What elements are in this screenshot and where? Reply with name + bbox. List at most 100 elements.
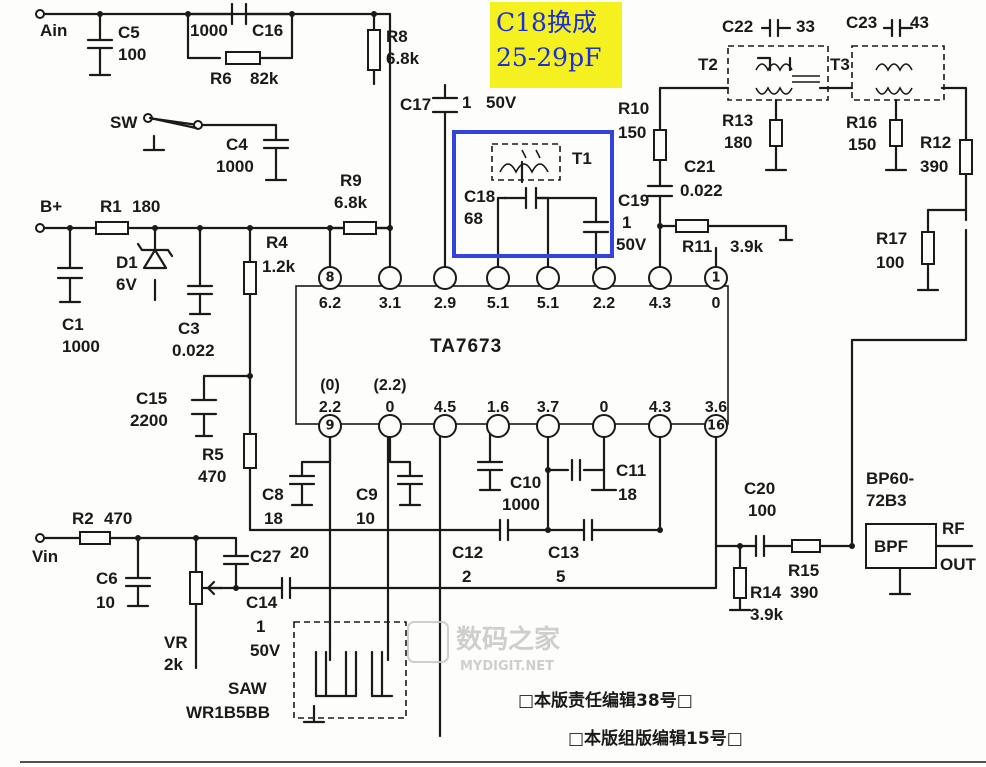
label-c1-value: 1000 <box>62 337 100 356</box>
capacitor-c23 <box>882 18 914 38</box>
label-r11: R11 <box>682 237 712 256</box>
resistor-r10 <box>653 129 667 161</box>
label-t3: T3 <box>830 55 850 74</box>
component-labels: Ain C5 100 1000 C16 R6 82k R8 6.8k SW C4… <box>32 13 977 722</box>
label-c9-value: 10 <box>356 509 375 528</box>
capacitors <box>56 2 914 608</box>
top-pin-2 <box>378 266 402 290</box>
label-c14-value: 1 <box>256 617 265 636</box>
label-c18-value: 68 <box>464 209 483 228</box>
transformer-t1 <box>491 143 561 181</box>
label-c8-value: 18 <box>264 509 283 528</box>
annotation-line-1: C18换成 <box>496 8 597 37</box>
bottom-pin-voltage-1: 2.2 <box>319 399 341 416</box>
top-pin-voltage-2: 3.1 <box>379 295 401 312</box>
label-sw: SW <box>110 113 138 132</box>
bottom-pin-1 <box>318 414 342 438</box>
label-d1-value: 6V <box>116 275 137 294</box>
top-pin-voltage-7: 4.3 <box>649 295 671 312</box>
label-c23-value: 43 <box>910 13 929 32</box>
label-c11-value: 18 <box>618 485 637 504</box>
bottom-pin-alt-voltage-2: (2.2) <box>374 377 407 394</box>
bottom-pin-voltage-6: 0 <box>600 399 609 416</box>
label-c1: C1 <box>62 315 84 334</box>
capacitor-c12 <box>498 518 510 542</box>
label-r12: R12 <box>920 133 951 152</box>
label-r17: R17 <box>876 229 907 248</box>
label-r11-value: 3.9k <box>730 237 764 256</box>
bplus-terminal <box>35 223 45 233</box>
bpf-label: BPF <box>874 537 908 556</box>
top-pin-4 <box>486 266 510 290</box>
top-pin-voltage-3: 2.9 <box>434 295 456 312</box>
label-c21-value: 0.022 <box>680 181 723 200</box>
footer-editor-line-2: □本版组版编辑15号□ <box>568 728 743 749</box>
bottom-pin-number-8: 16 <box>707 419 725 434</box>
label-c6-value: 10 <box>96 593 115 612</box>
resistor-r12 <box>959 139 973 175</box>
resistors <box>79 29 973 605</box>
wiring <box>20 12 986 763</box>
watermark-text-cn: 数码之家 <box>456 624 560 655</box>
label-r8-value: 6.8k <box>386 49 420 68</box>
label-d1: D1 <box>116 253 138 272</box>
capacitor-c16 <box>230 2 248 26</box>
annotation-note: C18换成 25-29pF <box>490 2 622 88</box>
label-c21: C21 <box>684 157 715 176</box>
bottom-pin-voltage-5: 3.7 <box>537 399 559 416</box>
top-pin-voltage-4: 5.1 <box>487 295 509 312</box>
top-pin-voltage-8: 0 <box>712 295 721 312</box>
capacitor-c6 <box>124 576 152 608</box>
capacitor-c3 <box>186 284 214 316</box>
capacitor-c17 <box>431 96 459 114</box>
label-r4: R4 <box>266 233 288 252</box>
label-c12: C12 <box>452 543 483 562</box>
label-c23: C23 <box>846 13 877 32</box>
resistor-r14 <box>733 567 747 599</box>
bottom-pin-2 <box>378 414 402 438</box>
label-rf: RF <box>942 519 965 538</box>
label-r16: R16 <box>846 113 877 132</box>
capacitor-c4 <box>262 138 290 182</box>
resistor-r11 <box>675 219 709 233</box>
label-r13: R13 <box>722 111 753 130</box>
saw-filter <box>293 621 407 719</box>
capacitor-c20 <box>754 534 774 558</box>
label-r9: R9 <box>340 171 362 190</box>
capacitor-c22 <box>760 18 792 38</box>
junctions <box>67 11 855 591</box>
ain-terminal <box>35 9 45 19</box>
resistor-r8 <box>367 29 381 71</box>
label-c22-value: 33 <box>796 17 815 36</box>
label-c5-value: 100 <box>118 45 146 64</box>
top-pin-1 <box>318 266 342 290</box>
resistor-r15 <box>791 539 821 553</box>
label-c8: C8 <box>262 485 284 504</box>
capacitor-c13 <box>582 518 602 542</box>
label-r2-value: 470 <box>104 509 132 528</box>
label-c16-value: 1000 <box>190 21 228 40</box>
label-c16: C16 <box>252 21 283 40</box>
ic-body <box>295 285 729 425</box>
label-c12-value: 2 <box>462 567 471 586</box>
capacitor-c5 <box>86 38 114 77</box>
bottom-pin-4 <box>486 414 510 438</box>
label-t2: T2 <box>698 55 718 74</box>
label-c19: C19 <box>618 191 649 210</box>
capacitor-c27 <box>222 554 250 574</box>
label-vin: Vin <box>32 547 58 566</box>
top-pin-voltage-1: 6.2 <box>319 295 341 312</box>
bottom-pin-8 <box>704 414 728 438</box>
capacitor-c8 <box>288 474 316 507</box>
label-c20: C20 <box>744 479 775 498</box>
c18-highlight-box <box>452 130 614 258</box>
watermark: 数码之家 MYDIGIT.NET <box>407 621 560 674</box>
label-t1: T1 <box>572 149 592 168</box>
label-c3: C3 <box>178 319 200 338</box>
label-r14: R14 <box>750 583 782 602</box>
label-c10: C10 <box>510 473 541 492</box>
label-c13: C13 <box>548 543 579 562</box>
